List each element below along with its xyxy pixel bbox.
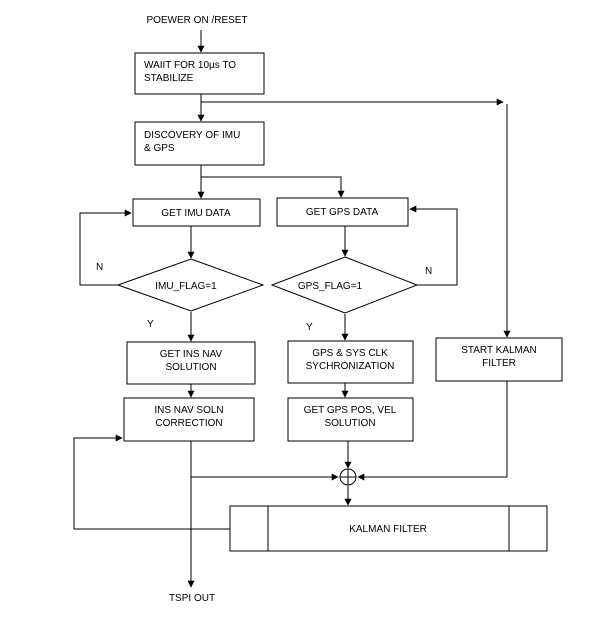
branch-gps-yes: Y xyxy=(306,322,313,333)
step-wait-line1: WAIIT FOR 10µs TO xyxy=(144,60,236,71)
step-gps-sync: GPS & SYS CLK SYCHRONIZATION xyxy=(287,340,414,384)
step-start-kalman: START KALMAN FILTER xyxy=(435,337,563,382)
step-discovery-line2: & GPS xyxy=(144,143,175,154)
connector-gps-no-loop xyxy=(409,205,458,286)
decision-gps: GPS_FLAG=1 xyxy=(270,256,419,314)
step-discovery-line1: DISCOVERY OF IMU xyxy=(144,130,240,141)
decision-imu-label: IMU_FLAG=1 xyxy=(155,281,217,292)
step-gps-sync-line2: SYCHRONIZATION xyxy=(306,361,395,372)
summing-junction xyxy=(339,468,357,486)
decision-imu: IMU_FLAG=1 xyxy=(116,258,265,312)
step-start-kalman-line1: START KALMAN xyxy=(461,345,537,356)
step-get-gps: GET GPS DATA xyxy=(276,197,409,227)
step-ins-nav: GET INS NAV SOLUTION xyxy=(126,341,256,385)
step-start-kalman-line2: FILTER xyxy=(482,358,516,369)
step-gps-pos: GET GPS POS, VEL SOLUTION xyxy=(287,397,414,442)
connector-kalman-feedback xyxy=(73,434,230,530)
step-kalman-filter-label: KALMAN FILTER xyxy=(349,524,427,535)
end-label: TSPI OUT xyxy=(169,593,215,604)
branch-gps-no: N xyxy=(425,266,432,277)
step-ins-nav-line2: SOLUTION xyxy=(165,362,216,373)
connector-to-get-gps xyxy=(201,176,345,198)
step-ins-correction-line1: INS NAV SOLN xyxy=(154,405,223,416)
step-ins-correction-line2: CORRECTION xyxy=(155,418,222,429)
start-label: POEWER ON /RESET xyxy=(146,15,247,26)
step-gps-sync-line1: GPS & SYS CLK xyxy=(312,348,388,359)
step-wait-line2: STABILIZE xyxy=(144,73,194,84)
step-gps-pos-line1: GET GPS POS, VEL xyxy=(304,405,397,416)
step-get-imu-label: GET IMU DATA xyxy=(161,208,231,219)
step-wait: WAIIT FOR 10µs TO STABILIZE xyxy=(134,52,265,95)
decision-gps-label: GPS_FLAG=1 xyxy=(298,281,363,292)
branch-imu-yes: Y xyxy=(147,319,154,330)
branch-imu-no: N xyxy=(96,262,103,273)
connector-imu-no-loop xyxy=(79,209,132,286)
step-get-gps-label: GET GPS DATA xyxy=(306,207,379,218)
step-gps-pos-line2: SOLUTION xyxy=(324,418,375,429)
connectors xyxy=(73,30,511,588)
step-ins-correction: INS NAV SOLN CORRECTION xyxy=(123,397,255,442)
step-kalman-filter: KALMAN FILTER xyxy=(229,505,548,552)
step-ins-nav-line1: GET INS NAV xyxy=(160,349,223,360)
step-discovery: DISCOVERY OF IMU & GPS xyxy=(134,121,265,166)
step-get-imu: GET IMU DATA xyxy=(132,198,261,227)
